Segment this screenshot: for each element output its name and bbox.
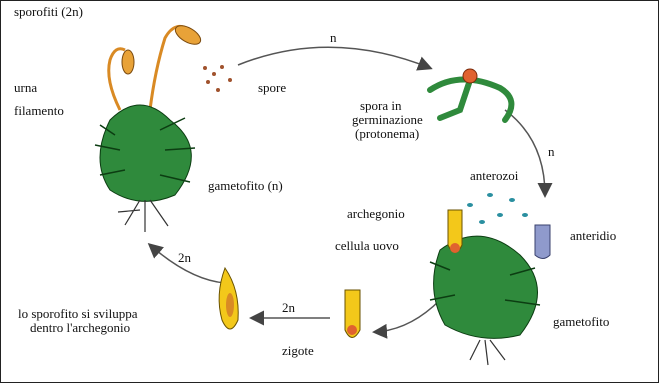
gametophyte-with-organs xyxy=(430,210,550,365)
cycle-arrow-top xyxy=(238,47,430,68)
label-anterozoi: anterozoi xyxy=(470,168,519,183)
cycle-arrow-bottom xyxy=(375,300,440,332)
sperm-cells xyxy=(467,193,528,224)
label-archegonio: archegonio xyxy=(347,206,405,221)
label-spora-line3: (protonema) xyxy=(355,126,419,141)
label-2n-bottom: 2n xyxy=(282,300,296,315)
label-spora-line1: spora in xyxy=(360,98,402,113)
label-zigote: zigote xyxy=(282,343,314,358)
label-filamento: filamento xyxy=(14,103,64,118)
protonema xyxy=(430,69,511,120)
label-cellula-uovo: cellula uovo xyxy=(335,238,399,253)
label-anteridio: anteridio xyxy=(570,228,616,243)
label-n-right: n xyxy=(548,144,555,159)
moss-plant-with-sporophytes xyxy=(95,22,204,232)
label-sviluppa-line2: dentro l'archegonio xyxy=(30,320,130,335)
spore-dots xyxy=(203,65,232,92)
label-sviluppa-line1: lo sporofito si sviluppa xyxy=(18,306,138,321)
label-gametofito-right: gametofito xyxy=(553,314,609,329)
zygote-in-archegonium xyxy=(345,290,360,338)
label-spore: spore xyxy=(258,80,286,95)
label-spora-line2: germinazione xyxy=(352,112,423,127)
label-sporofiti: sporofiti (2n) xyxy=(14,4,83,19)
developing-sporophyte xyxy=(219,268,238,329)
label-gametofito-left: gametofito (n) xyxy=(208,178,283,193)
label-urna: urna xyxy=(14,80,37,95)
label-2n-left: 2n xyxy=(178,250,192,265)
label-n-top: n xyxy=(330,30,337,45)
